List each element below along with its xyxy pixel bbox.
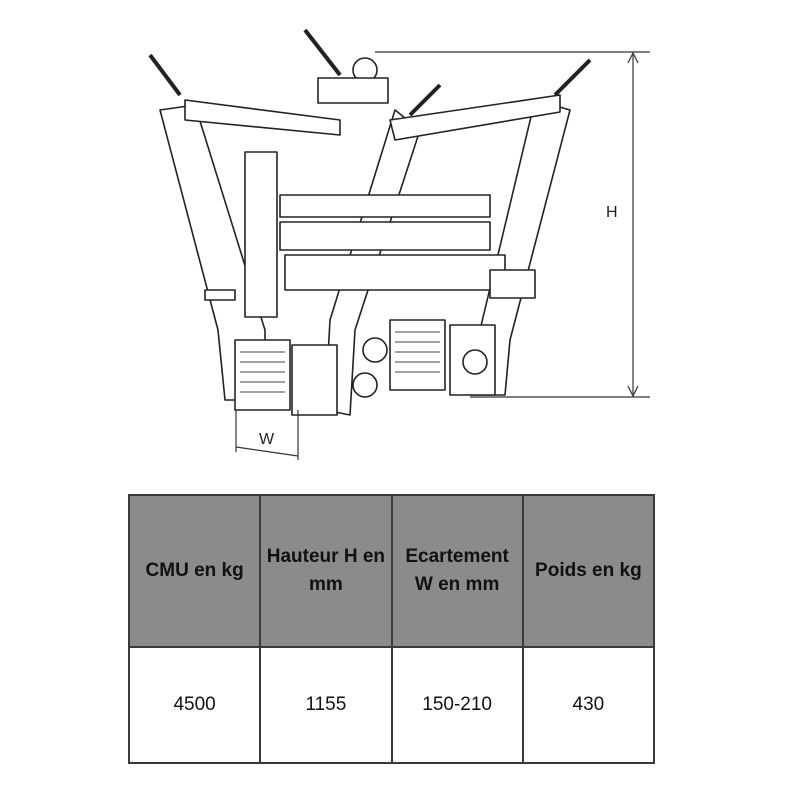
cell-ecartement: 150-210 xyxy=(390,646,524,764)
height-label: H xyxy=(606,204,618,221)
height-dimension xyxy=(375,51,650,398)
width-dimension xyxy=(235,410,299,460)
table-row: 4500 1155 150-210 430 xyxy=(127,646,656,764)
width-label: W xyxy=(259,431,275,448)
lifting-clamp-drawing: H W xyxy=(148,28,650,460)
header-hauteur: Hauteur H en mm xyxy=(259,494,393,648)
cell-poids: 430 xyxy=(521,646,656,764)
header-ecartement: Ecartement W en mm xyxy=(390,494,524,648)
spec-table: CMU en kg Hauteur H en mm Ecartement W e… xyxy=(127,494,656,764)
cell-cmu: 4500 xyxy=(127,646,262,764)
table-header-row: CMU en kg Hauteur H en mm Ecartement W e… xyxy=(127,494,656,648)
header-cmu: CMU en kg xyxy=(127,494,262,648)
cell-hauteur: 1155 xyxy=(259,646,393,764)
header-poids: Poids en kg xyxy=(521,494,656,648)
